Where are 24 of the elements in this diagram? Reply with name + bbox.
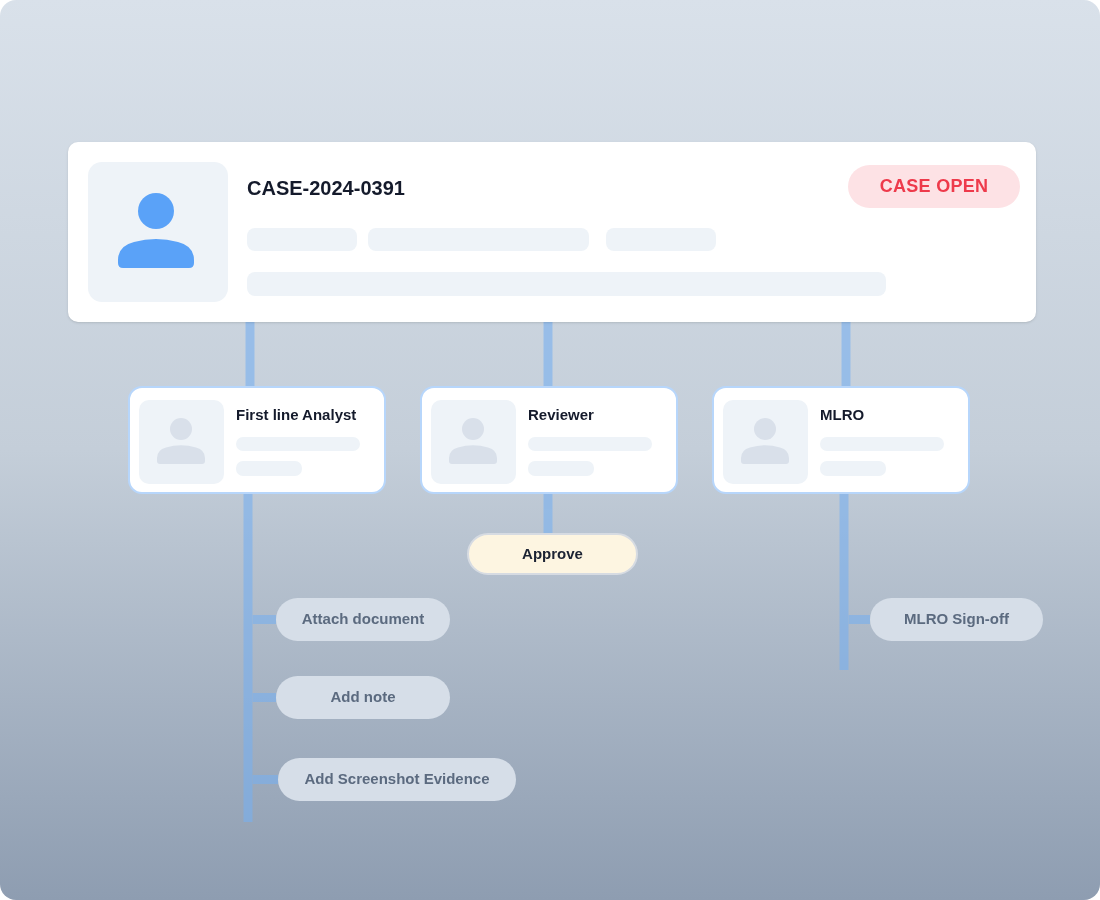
connector-line [252, 775, 278, 784]
case-title: CASE-2024-0391 [247, 176, 405, 201]
case-card [68, 142, 1036, 322]
connector-line [543, 322, 553, 386]
connector-line [252, 615, 276, 624]
action-pill: Add note [276, 676, 450, 719]
role-card [128, 386, 386, 494]
role-card [420, 386, 678, 494]
connector-line [243, 494, 253, 822]
connector-line [841, 322, 851, 386]
role-title: Reviewer [528, 405, 594, 425]
role-title: MLRO [820, 405, 865, 425]
role-title: First line Analyst [236, 405, 357, 425]
action-pill: Attach document [276, 598, 450, 641]
approve-pill: Approve [467, 533, 638, 575]
connector-line [245, 322, 255, 386]
action-pill: Add Screenshot Evidence [278, 758, 516, 801]
role-card [712, 386, 970, 494]
connector-line [839, 494, 849, 670]
connector-line [252, 693, 276, 702]
connector-line [543, 494, 553, 533]
action-pill: MLRO Sign-off [870, 598, 1043, 641]
status-pill: CASE OPEN [848, 165, 1020, 208]
connector-line [848, 615, 870, 624]
